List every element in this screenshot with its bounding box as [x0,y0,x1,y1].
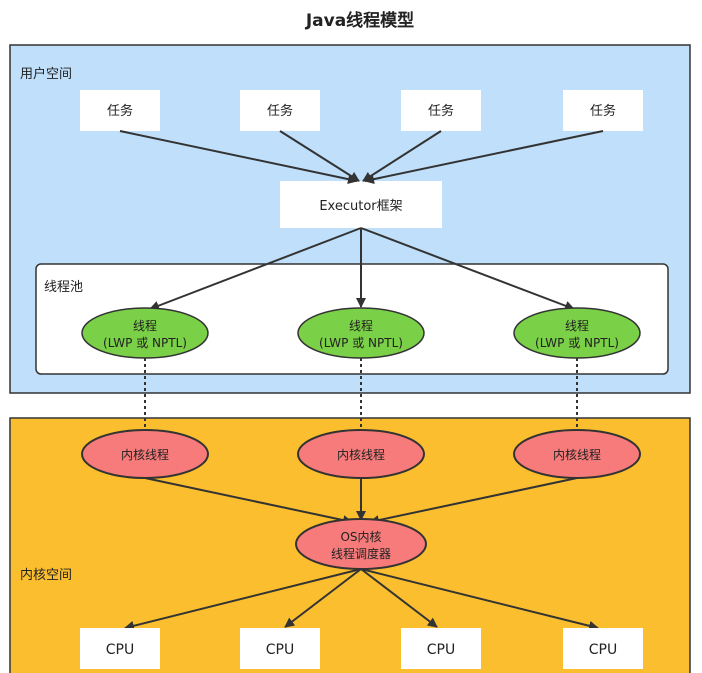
arrow-scheduler-to-cpu [360,568,438,628]
arrow-executor-to-thread [360,227,575,311]
cpu-box: CPU [401,628,481,669]
task-label: 任务 [590,103,616,119]
kernel-thread-node: 内核线程 [81,429,209,479]
cpu-box: CPU [563,628,643,669]
thread-type: (LWP 或 NPTL) [319,336,403,350]
task-box: 任务 [80,90,160,131]
arrow-kernel-thread-to-scheduler [369,477,578,526]
executor-box: Executor框架 [280,181,442,228]
thread-name: 线程 [565,318,589,333]
scheduler-node: OS内核 线程调度器 [295,518,427,570]
arrow-task-to-executor [119,130,358,185]
thread-node: 线程 (LWP 或 NPTL) [513,307,641,359]
cpu-box: CPU [80,628,160,669]
kernel-space-label: 内核空间 [20,567,72,583]
cpu-label: CPU [266,642,294,658]
arrow-task-to-executor [362,130,442,182]
kernel-thread-node: 内核线程 [513,429,641,479]
arrow-kernel-thread-to-scheduler [144,477,353,526]
arrow-task-to-executor [364,130,604,185]
executor-label: Executor框架 [319,199,402,214]
task-box: 任务 [563,90,643,131]
arrow-task-to-executor [279,130,360,182]
task-label: 任务 [107,103,133,119]
kernel-thread-label: 内核线程 [553,447,601,462]
arrow-executor-to-thread [149,227,362,311]
thread-node: 线程 (LWP 或 NPTL) [81,307,209,359]
task-label: 任务 [428,103,454,119]
thread-node: 线程 (LWP 或 NPTL) [297,307,425,359]
scheduler-line-1: OS内核 [340,530,381,544]
thread-name: 线程 [133,318,157,333]
kernel-thread-label: 内核线程 [121,447,169,462]
user-space-label: 用户空间 [20,66,72,82]
task-label: 任务 [267,103,293,119]
thread-type: (LWP 或 NPTL) [103,336,187,350]
cpu-label: CPU [427,642,455,658]
task-box: 任务 [401,90,481,131]
arrow-scheduler-to-cpu [124,568,362,631]
cpu-label: CPU [106,642,134,658]
arrow-scheduler-to-cpu [360,568,599,631]
kernel-thread-node: 内核线程 [297,429,425,479]
scheduler-line-2: 线程调度器 [331,546,391,561]
thread-type: (LWP 或 NPTL) [535,336,619,350]
cpu-label: CPU [589,642,617,658]
arrow-scheduler-to-cpu [284,568,362,628]
task-box: 任务 [240,90,320,131]
thread-name: 线程 [349,318,373,333]
kernel-thread-label: 内核线程 [337,447,385,462]
diagram-title: Java线程模型 [305,10,414,31]
cpu-box: CPU [240,628,320,669]
thread-pool-label: 线程池 [44,280,83,295]
